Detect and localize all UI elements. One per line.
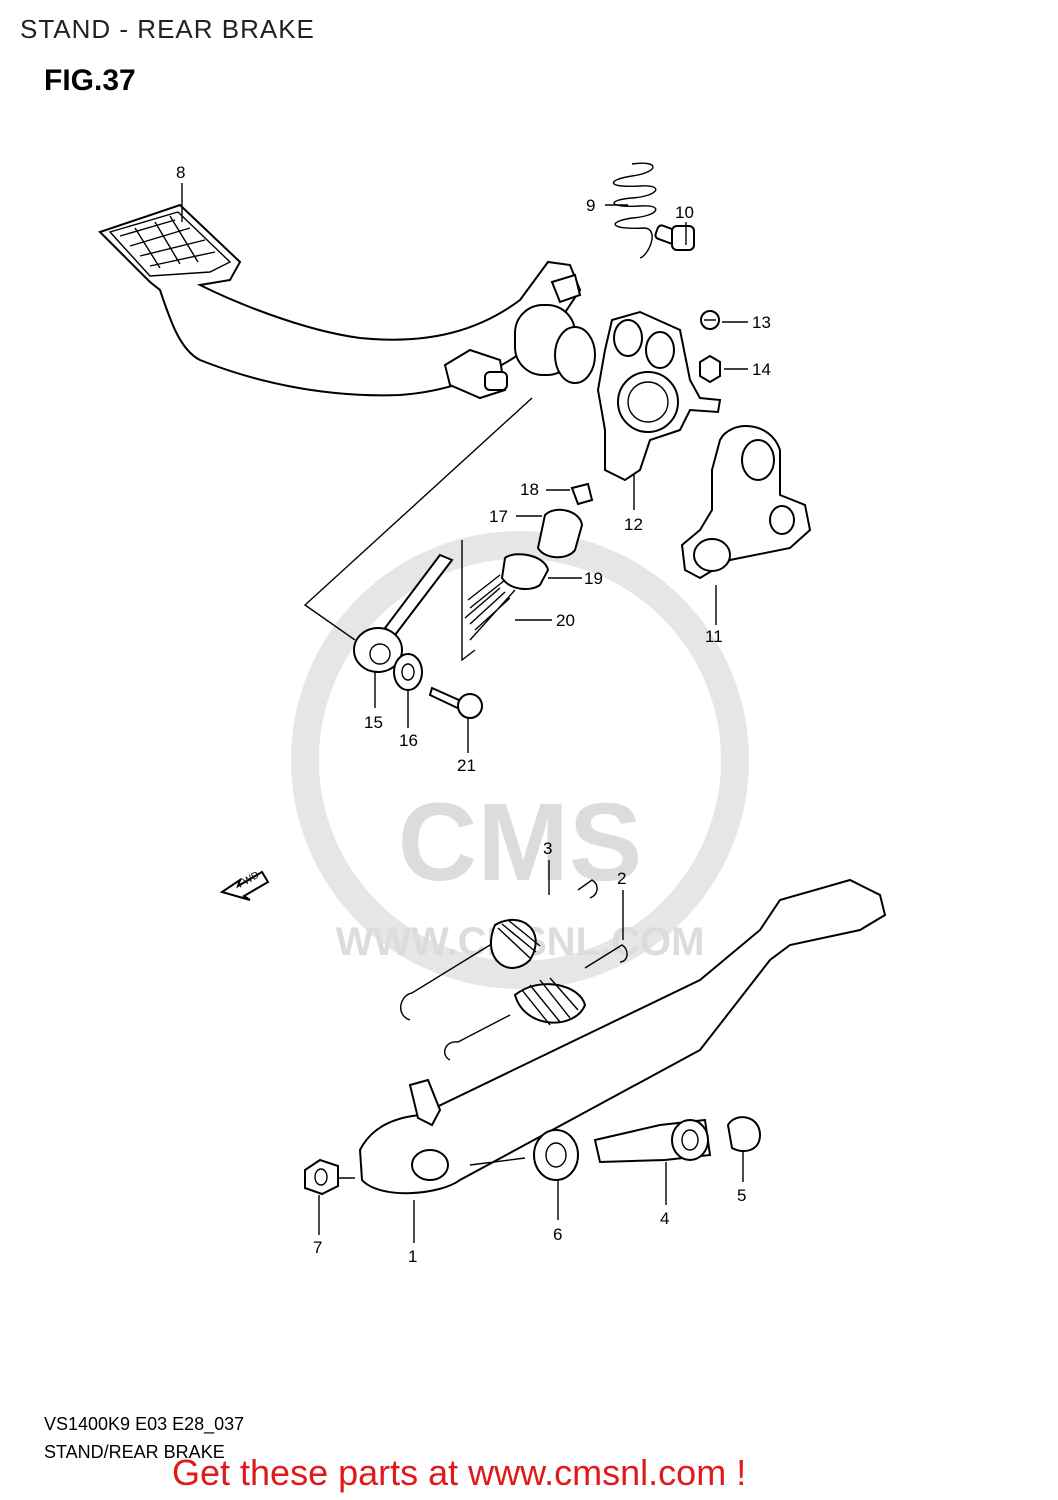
pedal-return-spring (612, 162, 657, 259)
side-stand-1 (358, 878, 887, 1195)
pivot-bolt-4 (593, 1118, 712, 1164)
diagram-code: VS1400K9 E03 E28_037 (44, 1414, 245, 1434)
part-label-8: 8 (176, 163, 185, 182)
washer-6 (533, 1129, 579, 1181)
part-label-11: 11 (705, 627, 723, 646)
part-label-13: 13 (752, 313, 771, 332)
part-label-15: 15 (364, 713, 383, 732)
brake-lever-12 (596, 310, 722, 482)
diagram-subtitle: STAND/REAR BRAKE (44, 1442, 225, 1462)
cap-5 (726, 1116, 762, 1153)
rod-assembly (353, 553, 483, 719)
part-label-4: 4 (660, 1209, 669, 1228)
connection-line-a (303, 397, 533, 641)
part-label-18: 18 (520, 480, 539, 499)
part-label-19: 19 (584, 569, 603, 588)
part-label-12: 12 (624, 515, 643, 534)
page-title: STAND - REAR BRAKE (20, 14, 315, 44)
part-label-10: 10 (675, 203, 694, 222)
nut-14 (699, 354, 721, 384)
part-label-7: 7 (313, 1238, 322, 1257)
part-label-16: 16 (399, 731, 418, 750)
watermark: CMS WWW.CMSNL.COM (291, 531, 749, 989)
watermark-brand: CMS (398, 781, 642, 904)
connection-line-b (461, 540, 476, 662)
part-label-6: 6 (553, 1225, 562, 1244)
part-label-5: 5 (737, 1186, 746, 1205)
figure-label: FIG.37 (44, 64, 136, 97)
part-number-labels: 8 9 10 13 14 12 11 18 17 19 20 15 16 21 … (176, 163, 771, 1266)
fwd-arrow-icon: FWD (219, 870, 270, 901)
part-label-9: 9 (586, 196, 595, 215)
brake-pedal (98, 203, 596, 400)
part-label-1: 1 (408, 1247, 417, 1266)
bracket-11 (680, 425, 812, 580)
part-label-17: 17 (489, 507, 508, 526)
cta-link[interactable]: Get these parts at www.cmsnl.com ! (172, 1452, 747, 1493)
nut-7 (304, 1158, 339, 1196)
bolt-10 (654, 224, 695, 251)
part-label-2: 2 (617, 869, 626, 888)
stand-springs (400, 879, 628, 1061)
part-label-14: 14 (752, 360, 771, 379)
switch-assembly (464, 482, 594, 641)
part-label-3: 3 (543, 839, 552, 858)
part-label-20: 20 (556, 611, 575, 630)
screw-13 (700, 310, 720, 330)
part-label-21: 21 (457, 756, 476, 775)
leader-lines (181, 183, 748, 1243)
